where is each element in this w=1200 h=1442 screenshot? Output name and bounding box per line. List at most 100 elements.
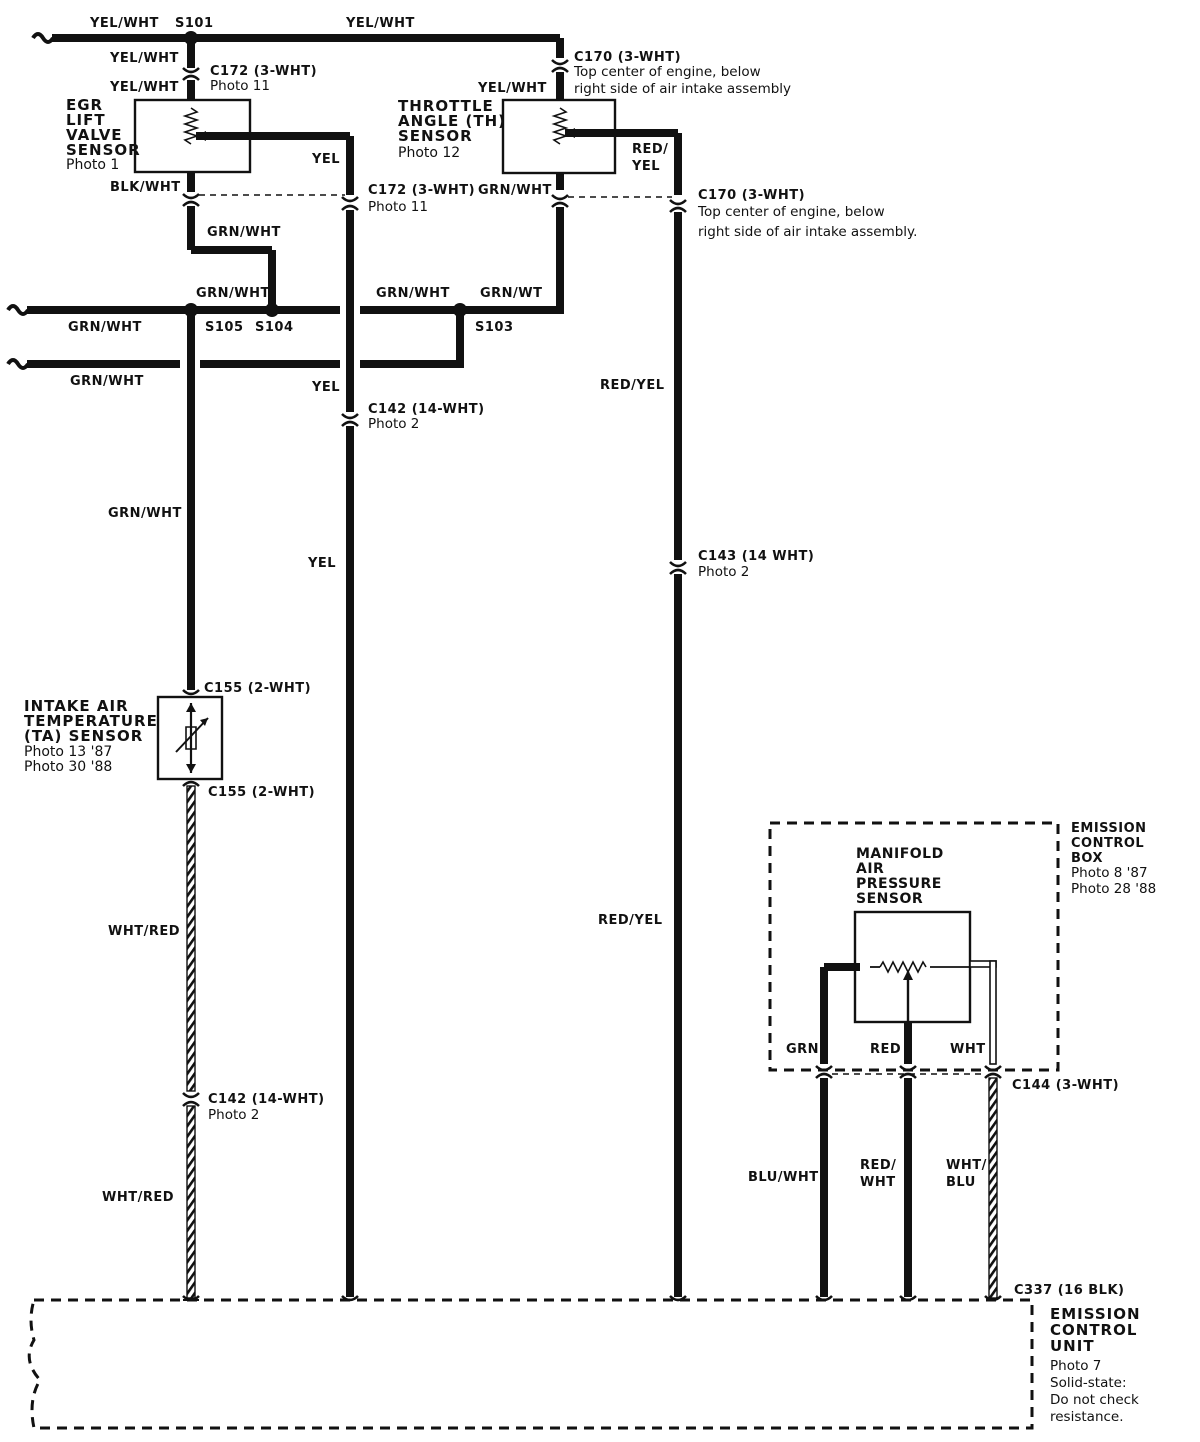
wire-label-map-grn: GRN <box>786 1042 819 1057</box>
splice-label-s101: S101 <box>175 16 214 31</box>
connector-label-c170-top: C170 (3-WHT) <box>574 50 681 65</box>
wire-map-grn <box>815 963 860 1297</box>
connector-label-c144: C144 (3-WHT) <box>1012 1078 1119 1093</box>
ecu-photo: Photo 7 <box>1050 1358 1101 1374</box>
egr-photo: Photo 1 <box>66 157 119 173</box>
connector-label-c142-wht: C142 (14-WHT) <box>208 1092 325 1107</box>
wire-label-grn-wht-th: GRN/WHT <box>478 183 552 198</box>
connector-label-c337: C337 (16 BLK) <box>1014 1283 1124 1298</box>
manifold-air-pressure-sensor <box>853 910 972 1024</box>
emission-control-box <box>768 821 1060 1072</box>
wire-label-grn-wht-mid: GRN/WHT <box>376 286 450 301</box>
ecu-note-3: resistance. <box>1050 1409 1124 1425</box>
wire-label-grn-wht-bus1-left: GRN/WHT <box>68 320 142 335</box>
wire-label-blk-wht-egr: BLK/WHT <box>110 180 181 195</box>
wire-label-wht-blu-line2: BLU <box>946 1175 976 1190</box>
wire-label-map-red: RED <box>870 1042 901 1057</box>
wire-label-yel-wht-th: YEL/WHT <box>477 81 547 96</box>
connector-photo-c172-bottom: Photo 11 <box>368 199 428 215</box>
wire-label-yel-egr-out: YEL <box>311 152 340 167</box>
ecu-label-line2: CONTROL <box>1050 1321 1137 1339</box>
wire-label-grn-wht-bus2-left: GRN/WHT <box>70 374 144 389</box>
ecu-label-line1: EMISSION <box>1050 1305 1141 1323</box>
connector-location-c170-top-2: right side of air intake assembly <box>574 81 791 97</box>
throttle-photo: Photo 12 <box>398 145 460 161</box>
emission-control-unit <box>27 1295 1034 1430</box>
emission-box-label-line3: BOX <box>1071 851 1103 866</box>
wire-label-yel-wht-egr-upper: YEL/WHT <box>109 51 179 66</box>
ecu-note-2: Do not check <box>1050 1392 1139 1408</box>
wire-throttle-ground <box>460 194 569 314</box>
wire-label-wht-red-lower: WHT/RED <box>102 1190 174 1205</box>
emission-box-photo-1: Photo 8 '87 <box>1071 865 1148 881</box>
wire-label-grn-wt-s103: GRN/WT <box>480 286 543 301</box>
connector-photo-c172-top: Photo 11 <box>210 78 270 94</box>
map-label-line1: MANIFOLD <box>856 846 944 862</box>
wire-egr-ground <box>182 172 276 308</box>
wire-label-yel-wht-egr-lower: YEL/WHT <box>109 80 179 95</box>
throttle-angle-sensor <box>501 98 682 195</box>
intake-label-line2: TEMPERATURE <box>24 712 158 730</box>
connector-location-c170-top-1: Top center of engine, below <box>573 64 761 80</box>
wire-label-red-yel-lower: RED/YEL <box>598 913 663 928</box>
egr-lift-valve-sensor <box>133 98 354 195</box>
wire-label-red-wht-line1: RED/ <box>860 1158 896 1173</box>
wire-map-red <box>899 1022 917 1297</box>
wire-red-yel-vertical <box>669 199 687 1297</box>
splice-label-s103: S103 <box>475 320 514 335</box>
connector-label-c155-bottom: C155 (2-WHT) <box>208 785 315 800</box>
wire-label-map-wht: WHT <box>950 1042 986 1057</box>
wire-label-red-yel-th-line1: RED/ <box>632 142 668 157</box>
map-label-line4: SENSOR <box>856 891 923 907</box>
wire-label-wht-blu-line1: WHT/ <box>946 1158 987 1173</box>
wire-grn-wht-bus-2 <box>6 358 464 370</box>
intake-label-line3: (TA) SENSOR <box>24 727 143 745</box>
connector-c172-top-mark <box>182 67 200 74</box>
egr-label-line4: SENSOR <box>66 141 141 159</box>
emission-box-label-line1: EMISSION <box>1071 821 1147 836</box>
throttle-label-line2: ANGLE (TH) <box>398 112 506 130</box>
wire-label-yel-wht-top-left: YEL/WHT <box>89 16 159 31</box>
connector-label-c155-top: C155 (2-WHT) <box>204 681 311 696</box>
wire-label-red-wht-line2: WHT <box>860 1175 896 1190</box>
wire-wht-red-vertical <box>182 780 200 1299</box>
wire-label-yel-lower: YEL <box>307 556 336 571</box>
splice-label-s104: S104 <box>255 320 294 335</box>
wire-grn-wht-bus-1 <box>6 303 467 364</box>
egr-label-line1: EGR <box>66 96 103 114</box>
connector-photo-c142-wht: Photo 2 <box>208 1107 259 1123</box>
ecu-note-1: Solid-state: <box>1050 1375 1127 1391</box>
wire-label-yel-wht-top-right: YEL/WHT <box>345 16 415 31</box>
intake-air-temperature-sensor <box>156 695 224 781</box>
egr-label-line3: VALVE <box>66 126 123 144</box>
intake-photo-2: Photo 30 '88 <box>24 759 112 775</box>
emission-box-label-line2: CONTROL <box>1071 836 1144 851</box>
connector-photo-c143: Photo 2 <box>698 564 749 580</box>
throttle-label-line1: THROTTLE <box>398 97 494 115</box>
wire-grn-wht-vertical <box>182 310 200 696</box>
connector-label-c142-yel: C142 (14-WHT) <box>368 402 485 417</box>
wire-map-wht <box>969 960 1002 1299</box>
connector-photo-c142-yel: Photo 2 <box>368 416 419 432</box>
wire-label-blu-wht: BLU/WHT <box>748 1170 819 1185</box>
wire-label-red-yel-th-line2: YEL <box>631 159 660 174</box>
splice-s104-dot <box>265 303 279 317</box>
wire-label-yel-upper: YEL <box>311 380 340 395</box>
connector-location-c170-bottom-2: right side of air intake assembly. <box>698 224 917 240</box>
wire-label-grn-wht-vertical: GRN/WHT <box>108 506 182 521</box>
intake-label-line1: INTAKE AIR <box>24 697 129 715</box>
intake-photo-1: Photo 13 '87 <box>24 744 112 760</box>
ecu-label-line3: UNIT <box>1050 1337 1095 1355</box>
map-label-line2: AIR <box>856 861 884 877</box>
wire-label-red-yel-upper: RED/YEL <box>600 378 665 393</box>
wire-label-wht-red-upper: WHT/RED <box>108 924 180 939</box>
connector-location-c170-bottom-1: Top center of engine, below <box>697 204 885 220</box>
splice-label-s105: S105 <box>205 320 244 335</box>
connector-label-c143: C143 (14 WHT) <box>698 549 814 564</box>
egr-label-line2: LIFT <box>66 111 106 129</box>
connector-label-c170-bottom: C170 (3-WHT) <box>698 188 805 203</box>
wire-yel-vertical <box>341 196 359 1297</box>
throttle-label-line3: SENSOR <box>398 127 473 145</box>
wire-label-grn-wht-egr-branch: GRN/WHT <box>207 225 281 240</box>
